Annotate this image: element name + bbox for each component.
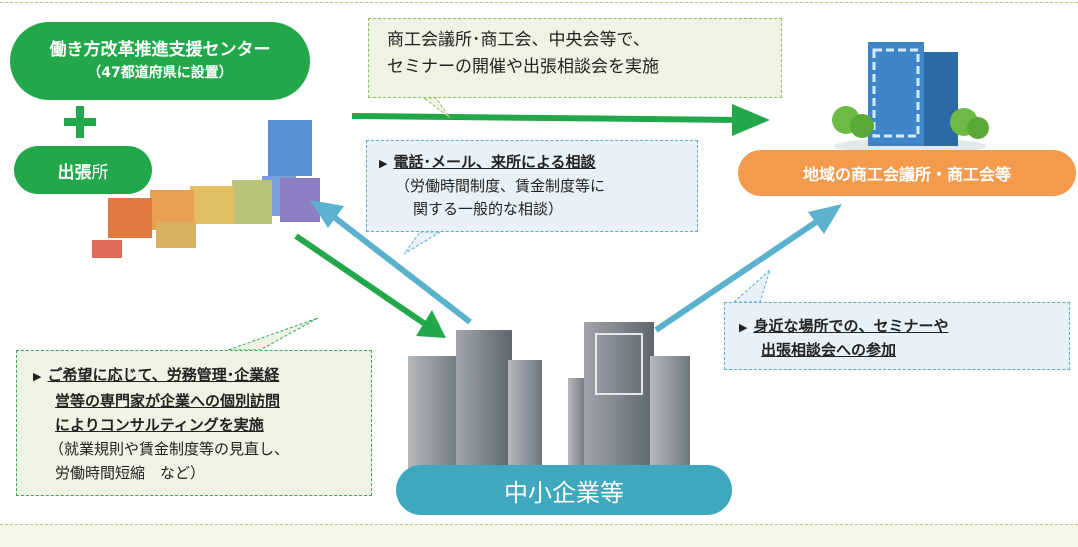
local-callout-line2: 出張相談会への参加 [761,341,897,359]
visit-callout-line1: ご希望に応じて、労務管理･企業経 [47,366,280,384]
map-block-kyushu [108,198,152,238]
local-seminar-callout: ▶ 身近な場所での、セミナーや 出張相談会への参加 [724,302,1070,370]
support-center-title: 働き方改革推進支援センター [49,40,271,60]
support-center-subtitle: （47都道府県に設置） [87,65,233,81]
top-divider [0,2,1078,3]
seminar-callout-line2: セミナーの開催や出張相談会を実施 [387,57,659,77]
japan-map-icon [92,120,320,258]
local-callout-line1: 身近な場所での、セミナーや [753,317,949,335]
phone-consultation-callout: ▶ 電話･メール、来所による相談 （労働時間制度、賃金制度等に 関する一般的な相談… [366,140,698,232]
seminar-callout-line1: 商工会議所･商工会、中央会等で、 [387,30,650,50]
map-block-shikoku [156,222,196,248]
bullet-triangle-icon: ▶ [33,370,42,383]
sme-buildings-icon [408,322,690,476]
bottom-band [0,525,1078,547]
individual-visit-callout: ▶ ご希望に応じて、労務管理･企業経 営等の専門家が企業への個別訪問 によりコンサ… [16,350,372,496]
office-building-icon [832,42,989,154]
arrow-center-to-chamber [351,104,770,136]
support-center-pill: 働き方改革推進支援センター （47都道府県に設置） [10,22,310,100]
sme-pill: 中小企業等 [396,465,732,515]
map-block-chubu [232,180,272,224]
bottom-divider [0,524,1078,525]
map-block-hokkaido [268,120,312,176]
map-block-kanto [280,178,320,222]
phone-callout-tail [403,231,442,255]
visit-callout-tail [227,317,319,351]
arrow-center-to-sme [294,233,446,338]
visit-callout-line5: 労働時間短縮 など） [55,464,206,482]
seminar-callout: 商工会議所･商工会、中央会等で、 セミナーの開催や出張相談会を実施 [368,18,782,98]
bullet-triangle-icon: ▶ [379,157,388,170]
branch-office-pill: 出張所 [14,146,152,194]
sme-label: 中小企業等 [504,478,624,507]
visit-callout-line2: 営等の専門家が企業への個別訪問 [55,392,281,410]
chamber-of-commerce-pill: 地域の商工会議所・商工会等 [738,150,1076,196]
phone-callout-heading: 電話･メール、来所による相談 [393,153,596,171]
plus-icon [64,106,96,138]
chamber-label: 地域の商工会議所・商工会等 [802,165,1011,184]
arrow-sme-to-center [310,200,472,325]
seminar-callout-tail [422,97,451,119]
arrow-sme-to-chamber [654,204,842,333]
phone-callout-line1: （労働時間制度、賃金制度等に [395,177,606,195]
phone-callout-line2: 関する一般的な相談） [413,200,564,218]
map-block-kinki [190,186,234,224]
visit-callout-line3: によりコンサルティングを実施 [55,416,264,434]
map-block-okinawa [92,240,122,258]
visit-callout-line4: （就業規則や賃金制度等の見直し、 [49,440,290,458]
branch-label-rest: 所 [91,162,109,183]
branch-label-bold: 出張 [57,162,92,183]
bullet-triangle-icon: ▶ [739,321,748,334]
